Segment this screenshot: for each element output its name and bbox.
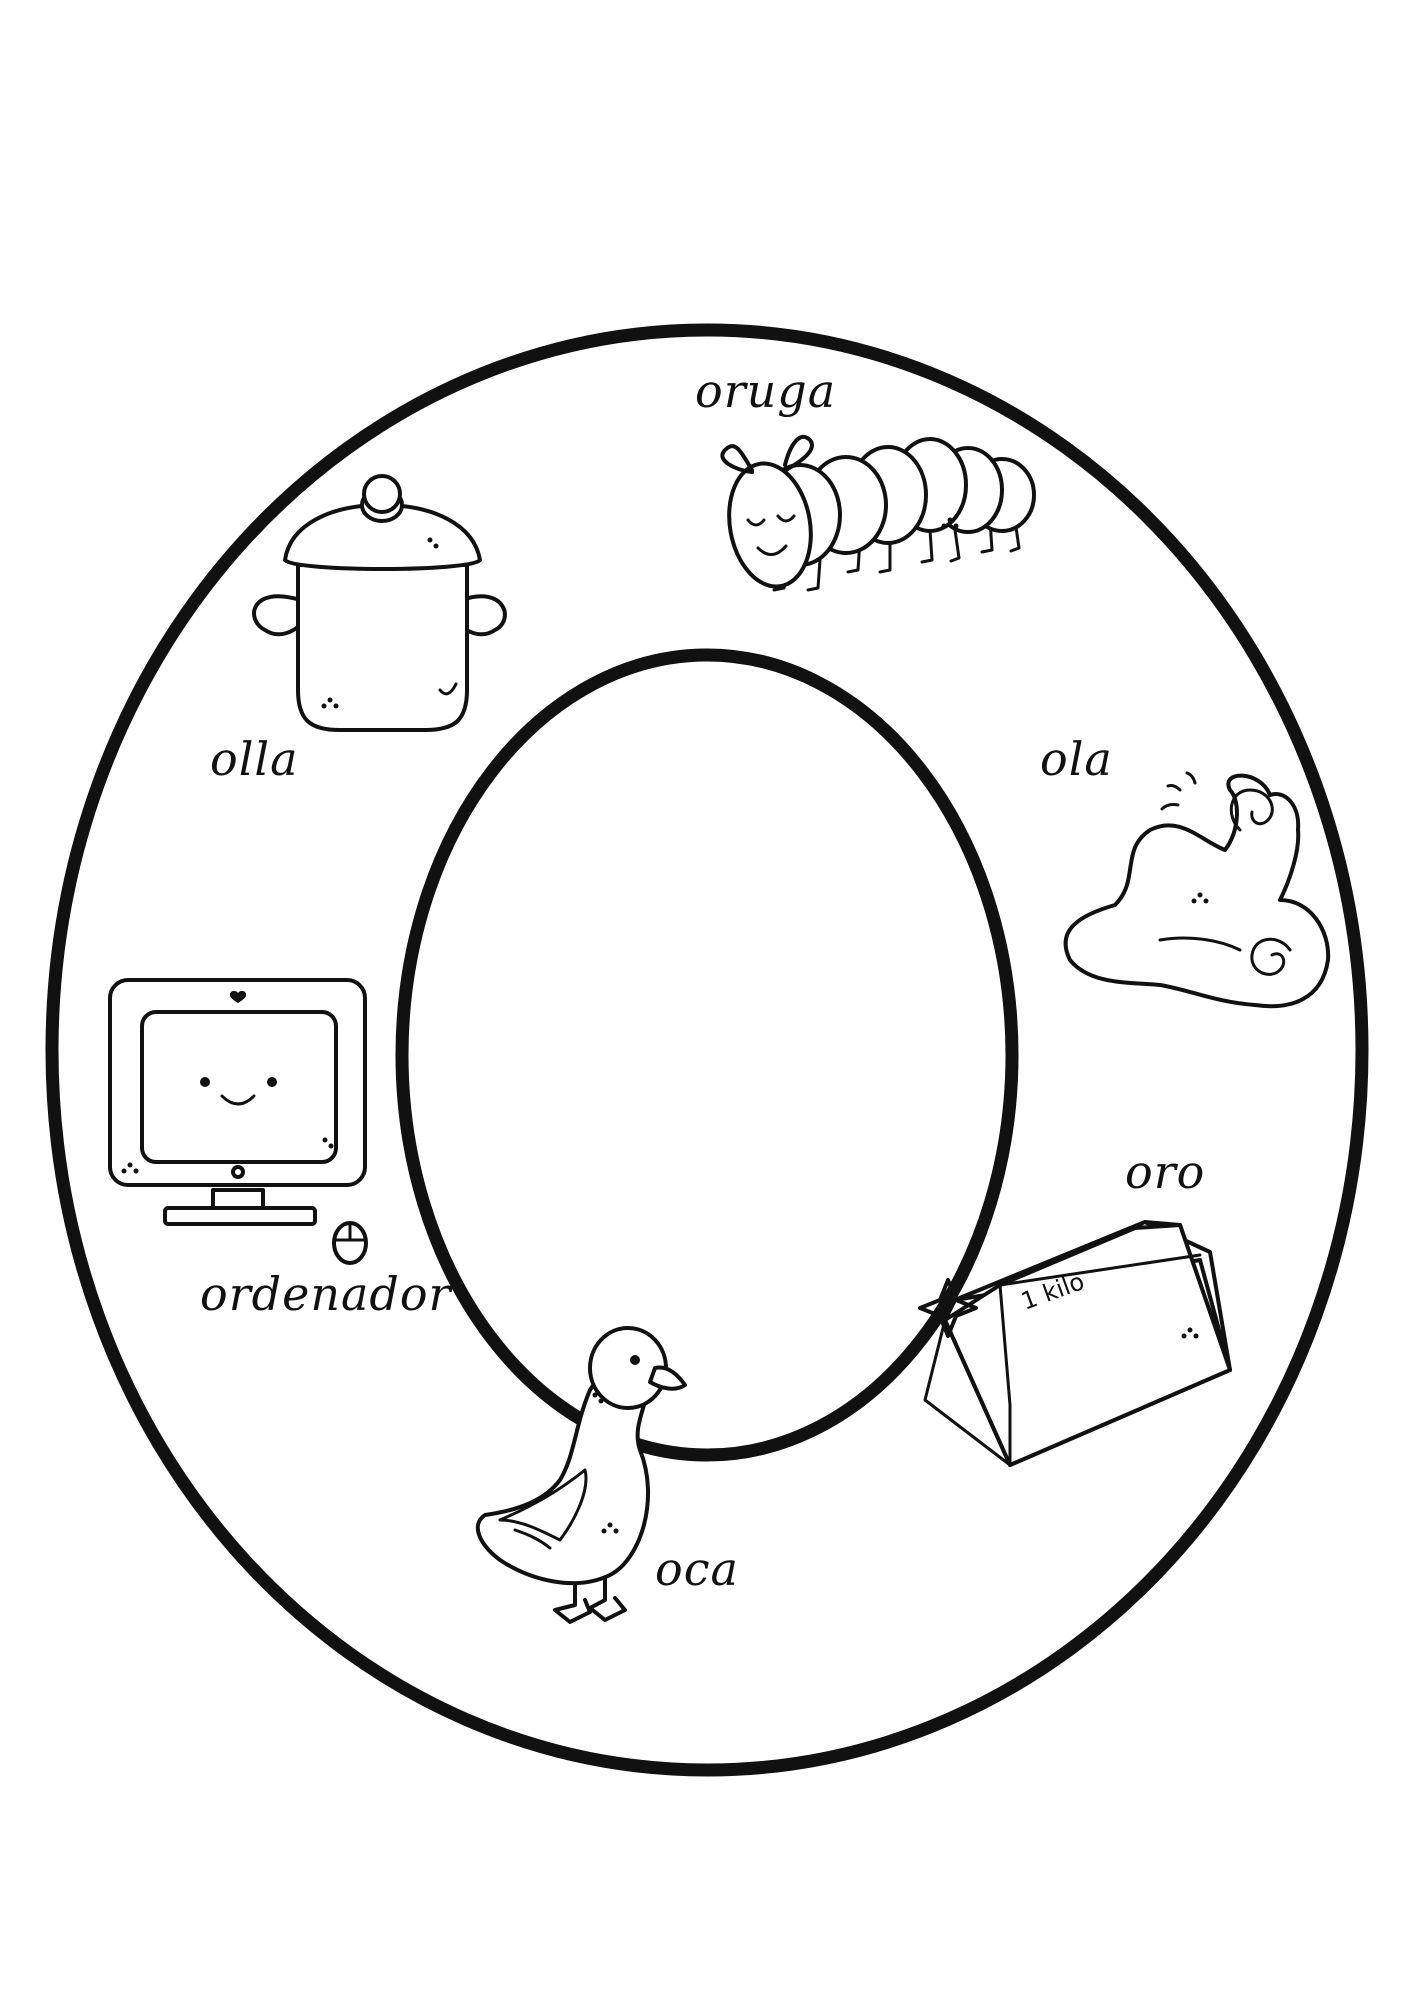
caterpillar-icon — [720, 434, 1036, 592]
word-ordenador: ordenador — [200, 1267, 454, 1321]
computer-icon — [108, 978, 368, 1265]
goose-icon — [475, 1326, 687, 1624]
wave-icon — [1063, 771, 1331, 1009]
letter-o-outline — [45, 323, 1369, 1777]
word-oruga: oruga — [695, 364, 836, 418]
word-ola: ola — [1040, 732, 1113, 786]
word-oro: oro — [1125, 1145, 1205, 1199]
gold-bar-icon: 1 kilo — [918, 1220, 1232, 1467]
word-oca: oca — [655, 1542, 739, 1596]
word-olla: olla — [210, 732, 299, 786]
pot-icon — [252, 474, 507, 732]
